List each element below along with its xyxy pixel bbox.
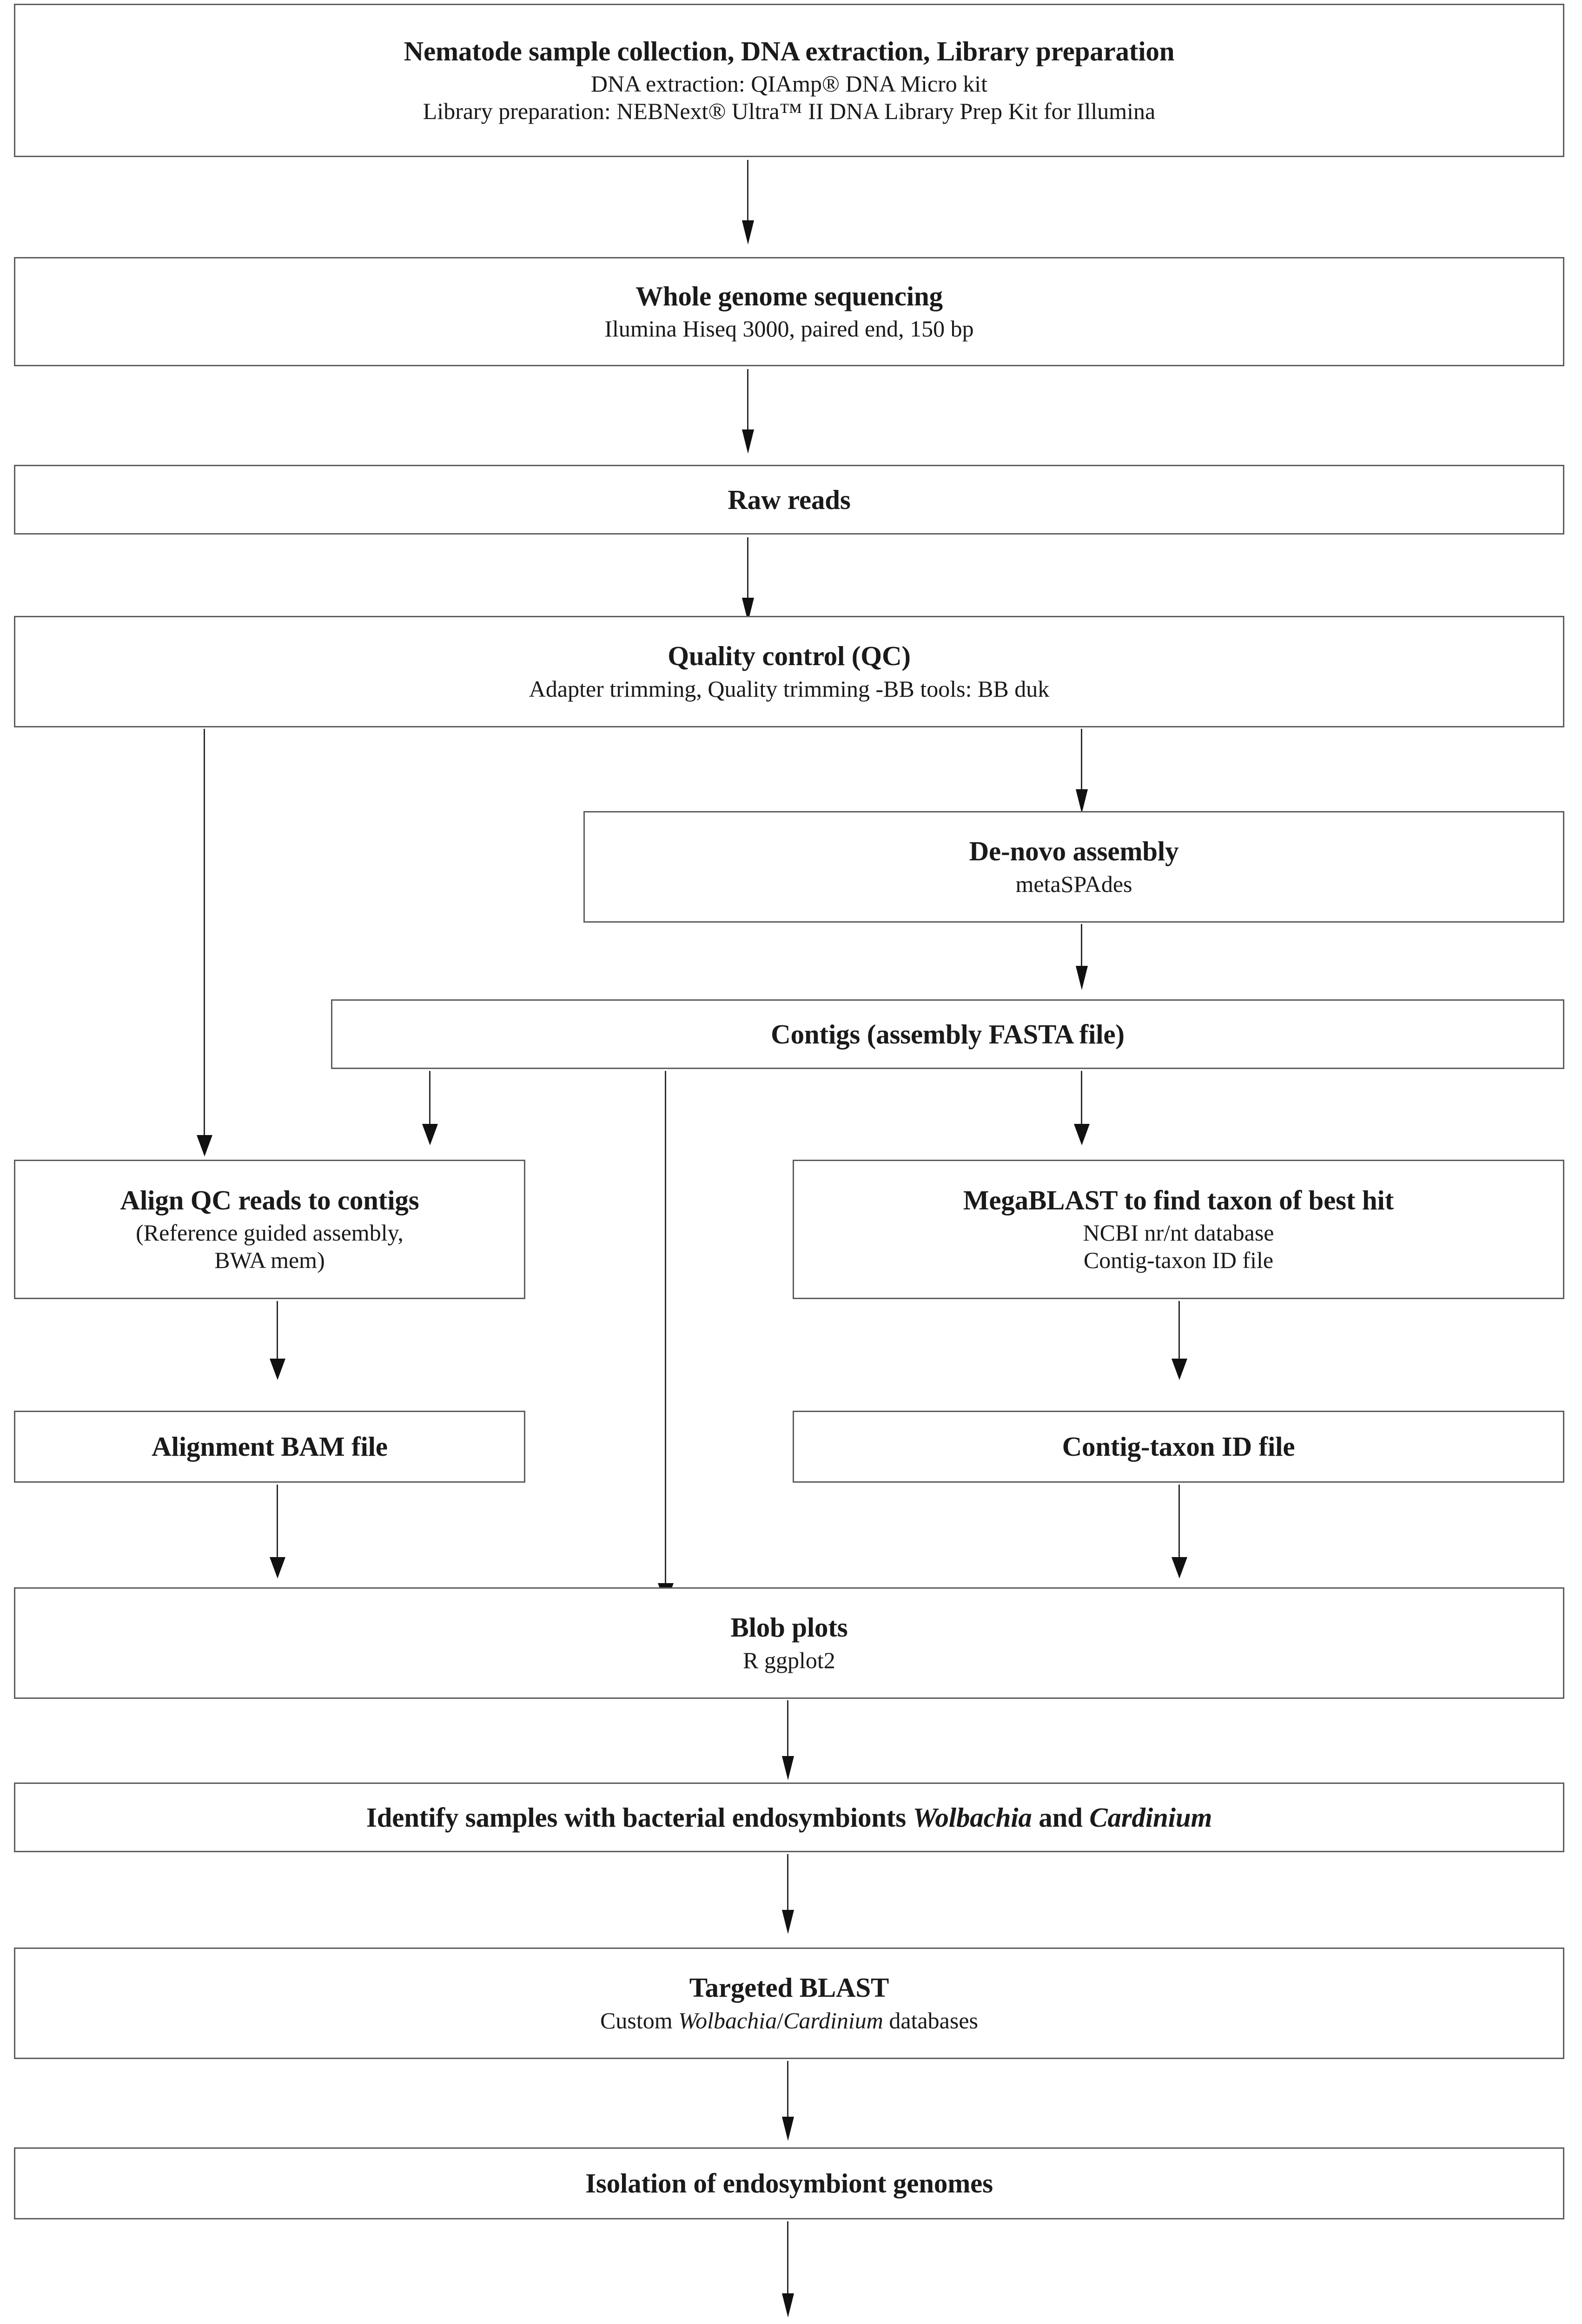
- connector-qc-to-de-novo: [1081, 729, 1082, 794]
- node-title: Alignment BAM file: [152, 1431, 388, 1462]
- node-subtitle-1: metaSPAdes: [1015, 871, 1132, 897]
- connector-align-reads-to-bam: [277, 1301, 278, 1361]
- connector-contigs-to-align-reads: [429, 1071, 430, 1127]
- arrowhead-qc-to-align-reads: [197, 1135, 212, 1156]
- node-title: Contig-taxon ID file: [1062, 1431, 1295, 1462]
- arrowhead-sample-to-sequencing: [742, 220, 754, 244]
- connector-qc-to-align-reads: [204, 729, 205, 1138]
- connector-bam-to-blob-plots: [277, 1485, 278, 1559]
- identify-species-cardinium: Cardinium: [1089, 1802, 1212, 1833]
- node-title: Quality control (QC): [668, 640, 911, 672]
- targeted-sub-part1: Custom: [600, 2007, 679, 2034]
- connector-megablast-to-contig-taxon: [1178, 1301, 1180, 1361]
- node-subtitle-1: Adapter trimming, Quality trimming -BB t…: [529, 675, 1050, 702]
- identify-text-part2: and: [1032, 1802, 1090, 1833]
- targeted-species-cardinium: Cardinium: [783, 2007, 883, 2034]
- node-subtitle-2: Contig-taxon ID file: [1083, 1247, 1274, 1274]
- connector-isolation-to-comparative: [787, 2221, 788, 2298]
- arrowhead-contigs-to-megablast: [1074, 1124, 1090, 1145]
- node-title: Isolation of endosymbiont genomes: [585, 2168, 993, 2199]
- node-de-novo-assembly: De-novo assembly metaSPAdes: [583, 811, 1564, 923]
- node-isolation-genomes: Isolation of endosymbiont genomes: [14, 2147, 1564, 2219]
- node-identify-samples: Identify samples with bacterial endosymb…: [14, 1783, 1564, 1852]
- connector-contigs-to-blob-plots: [665, 1071, 666, 1587]
- node-contig-taxon-id: Contig-taxon ID file: [793, 1411, 1564, 1483]
- node-subtitle-1: R ggplot2: [743, 1647, 835, 1673]
- arrowhead-contig-taxon-to-blob-plots: [1172, 1557, 1187, 1578]
- identify-species-wolbachia: Wolbachia: [913, 1802, 1032, 1833]
- arrowhead-qc-to-de-novo: [1076, 789, 1088, 813]
- node-blob-plots: Blob plots R ggplot2: [14, 1587, 1564, 1699]
- connector-sample-to-sequencing: [747, 160, 748, 225]
- node-title: Nematode sample collection, DNA extracti…: [404, 35, 1175, 66]
- node-title: Contigs (assembly FASTA file): [771, 1018, 1125, 1050]
- arrowhead-identify-to-targeted-blast: [782, 1910, 794, 1934]
- node-contigs: Contigs (assembly FASTA file): [331, 999, 1564, 1069]
- connector-contigs-to-megablast: [1081, 1071, 1082, 1127]
- node-sample-collection: Nematode sample collection, DNA extracti…: [14, 4, 1564, 157]
- node-align-qc-reads: Align QC reads to contigs (Reference gui…: [14, 1160, 525, 1299]
- connector-sequencing-to-raw-reads: [747, 369, 748, 434]
- node-whole-genome-sequencing: Whole genome sequencing Ilumina Hiseq 30…: [14, 257, 1564, 366]
- node-title: De-novo assembly: [969, 836, 1179, 867]
- node-title: Align QC reads to contigs: [120, 1184, 419, 1215]
- targeted-sub-part3: databases: [883, 2007, 978, 2034]
- targeted-species-wolbachia: Wolbachia: [678, 2007, 777, 2034]
- node-title: Targeted BLAST: [689, 1972, 889, 2003]
- node-raw-reads: Raw reads: [14, 465, 1564, 535]
- node-alignment-bam: Alignment BAM file: [14, 1411, 525, 1483]
- arrowhead-bam-to-blob-plots: [270, 1557, 285, 1578]
- node-subtitle-1: Custom Wolbachia/Cardinium databases: [600, 2007, 978, 2034]
- node-subtitle-1: Ilumina Hiseq 3000, paired end, 150 bp: [604, 316, 974, 342]
- arrowhead-isolation-to-comparative: [782, 2293, 794, 2317]
- identify-text-part1: Identify samples with bacterial endosymb…: [366, 1802, 913, 1833]
- connector-raw-reads-to-qc: [747, 537, 748, 602]
- arrowhead-targeted-blast-to-isolation: [782, 2117, 794, 2141]
- arrowhead-de-novo-to-contigs: [1076, 966, 1088, 990]
- arrowhead-blob-plots-to-identify: [782, 1756, 794, 1780]
- node-megablast: MegaBLAST to find taxon of best hit NCBI…: [793, 1160, 1564, 1299]
- arrowhead-align-reads-to-bam: [270, 1359, 285, 1380]
- node-title: Identify samples with bacterial endosymb…: [366, 1802, 1212, 1833]
- node-title: Blob plots: [730, 1612, 848, 1643]
- node-subtitle-2: Library preparation: NEBNext® Ultra™ II …: [423, 98, 1156, 125]
- connector-identify-to-targeted-blast: [787, 1854, 788, 1915]
- node-subtitle-1: DNA extraction: QIAmp® DNA Micro kit: [590, 71, 988, 97]
- connector-contig-taxon-to-blob-plots: [1178, 1485, 1180, 1559]
- connector-de-novo-to-contigs: [1081, 924, 1082, 971]
- arrowhead-contigs-to-align-reads: [422, 1124, 438, 1145]
- node-title: Raw reads: [728, 484, 851, 515]
- node-title: MegaBLAST to find taxon of best hit: [963, 1184, 1394, 1215]
- targeted-sub-part2: /: [777, 2007, 784, 2034]
- node-quality-control: Quality control (QC) Adapter trimming, Q…: [14, 616, 1564, 727]
- connector-targeted-blast-to-isolation: [787, 2061, 788, 2121]
- node-subtitle-1: (Reference guided assembly,: [136, 1220, 404, 1246]
- arrowhead-sequencing-to-raw-reads: [742, 429, 754, 454]
- node-subtitle-1: NCBI nr/nt database: [1083, 1220, 1274, 1246]
- node-targeted-blast: Targeted BLAST Custom Wolbachia/Cardiniu…: [14, 1948, 1564, 2059]
- node-title: Whole genome sequencing: [635, 280, 943, 311]
- connector-blob-plots-to-identify: [787, 1700, 788, 1761]
- node-subtitle-2: BWA mem): [214, 1247, 325, 1274]
- arrowhead-megablast-to-contig-taxon: [1172, 1359, 1187, 1380]
